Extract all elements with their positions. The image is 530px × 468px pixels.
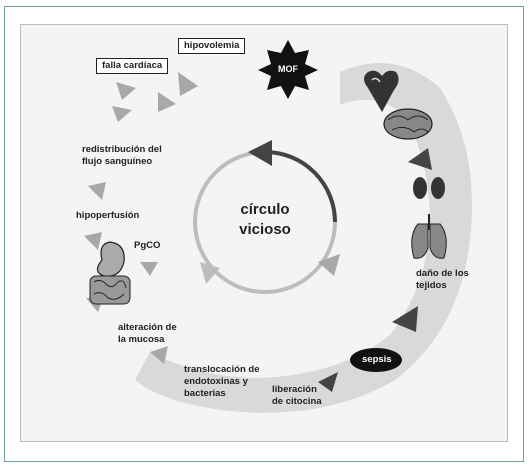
translocacion-label: translocación de endotoxinas y bacterias [184, 364, 260, 400]
spiral-band [135, 63, 472, 413]
liberacion-line2: de citocina [272, 395, 322, 407]
mof-label: MOF [278, 64, 298, 74]
mof-star [258, 40, 318, 99]
liberacion-label: liberación de citocina [272, 384, 322, 408]
alteracion-line1: alteración de [118, 322, 177, 333]
sepsis-oval [350, 348, 402, 372]
center-title-line2: vicioso [239, 221, 291, 239]
arrow-l2 [158, 92, 176, 112]
heart-icon [364, 70, 399, 112]
stomach-icon [96, 241, 125, 277]
arrow-l9 [150, 346, 168, 364]
arrow-band-1 [408, 148, 432, 170]
center-arc-dark [264, 150, 337, 223]
sepsis-label: sepsis [362, 354, 392, 365]
arrow-l7 [140, 262, 158, 276]
kidneys-icon [413, 177, 445, 199]
alteracion-line2: la mucosa [118, 333, 165, 345]
arrow-l3 [116, 82, 136, 100]
pgco-label: PgCO [134, 240, 161, 251]
lungs-icon [411, 214, 447, 259]
translocacion-line1: translocación de [184, 364, 260, 375]
center-arrow-right [318, 254, 340, 276]
intestine-icon [89, 275, 131, 305]
alteracion-label: alteración de la mucosa [118, 322, 177, 346]
redistribucion-line1: redistribución del [82, 144, 162, 155]
center-arrow-top [248, 140, 272, 166]
hipovolemia-label: hipovolemia [178, 38, 246, 54]
liberacion-line1: liberación [272, 384, 317, 395]
dano-line1: daño de los [416, 268, 469, 279]
arrow-l4 [112, 106, 132, 122]
hipoperfusion-label: hipoperfusión [76, 210, 140, 221]
arrow-band-3 [318, 372, 338, 392]
band-arrows [318, 148, 432, 392]
left-arrows [84, 72, 198, 364]
arrow-l1 [178, 72, 198, 96]
arrow-l5 [88, 182, 106, 200]
arrow-l6 [84, 232, 102, 250]
arrow-band-2 [392, 306, 418, 332]
dano-line2: tejidos [416, 279, 447, 291]
falla-cardiaca-label: falla cardíaca [96, 58, 169, 74]
center-arrow-left [200, 262, 220, 284]
redistribucion-line2: flujo sanguíneo [82, 155, 153, 167]
center-title-line1: círculo [240, 201, 290, 218]
dano-label: daño de los tejidos [416, 268, 469, 292]
translocacion-line3: bacterias [184, 387, 226, 399]
redistribucion-label: redistribución del flujo sanguíneo [82, 144, 162, 168]
center-title: círculo vicioso [225, 200, 305, 241]
translocacion-line2: endotoxinas y [184, 375, 248, 387]
brain-icon [383, 108, 433, 140]
